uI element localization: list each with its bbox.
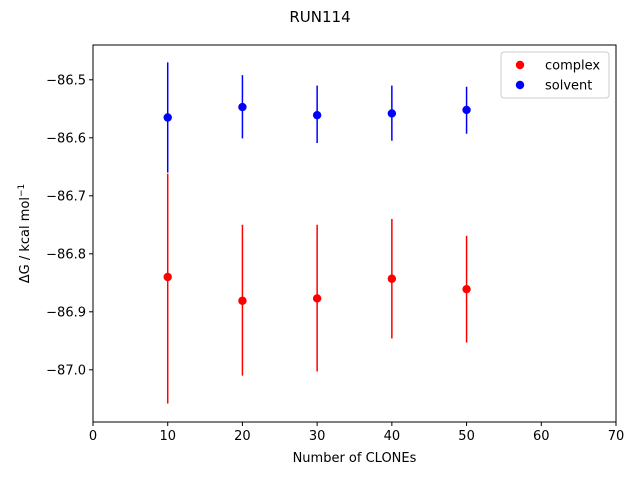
solvent-point: [238, 102, 247, 112]
y-axis-label-exponent: −1: [17, 184, 27, 197]
chart-title: RUN114: [289, 8, 350, 26]
complex-point: [462, 284, 471, 294]
x-tick-label: 40: [384, 429, 401, 444]
x-tick-label: 0: [89, 429, 97, 444]
plot-area: [163, 62, 471, 404]
legend: complex solvent: [500, 51, 610, 99]
y-tick-label: −86.7: [46, 189, 86, 204]
x-tick-label: 70: [608, 429, 625, 444]
solvent-point: [462, 105, 471, 115]
complex-point: [312, 294, 322, 303]
complex-point: [238, 296, 247, 305]
solvent-point: [387, 109, 397, 118]
x-axis-label: Number of CLONEs: [293, 451, 417, 466]
solvent-legend-label: solvent: [545, 79, 592, 94]
y-tick-label: −86.5: [46, 73, 86, 88]
complex-point: [387, 274, 397, 283]
y-axis-label: ΔG / kcal mol−1: [17, 184, 33, 284]
complex-legend-label: complex: [545, 59, 600, 74]
legend-box: [500, 51, 610, 99]
complex-point: [163, 272, 172, 282]
axes-frame: [92, 44, 617, 423]
x-tick-label: 20: [234, 429, 251, 444]
solvent-point: [312, 110, 322, 120]
y-tick-label: −87.0: [46, 363, 86, 378]
y-axis-label-main: ΔG / kcal mol: [18, 197, 33, 283]
axis-ticks: 0 10 20 30 40 50 60 70 −86.5 −86.6 −86.7 −86.8 −86.9…: [46, 73, 624, 444]
solvent-legend-marker: [515, 80, 525, 90]
y-tick-label: −86.8: [46, 247, 86, 262]
solvent-point: [163, 113, 172, 122]
x-tick-label: 30: [309, 429, 326, 444]
x-tick-label: 10: [159, 429, 176, 444]
x-tick-label: 60: [533, 429, 550, 444]
y-tick-label: −86.6: [46, 131, 86, 146]
x-tick-label: 50: [458, 429, 475, 444]
complex-legend-marker: [515, 60, 525, 70]
y-tick-label: −86.9: [46, 305, 86, 320]
